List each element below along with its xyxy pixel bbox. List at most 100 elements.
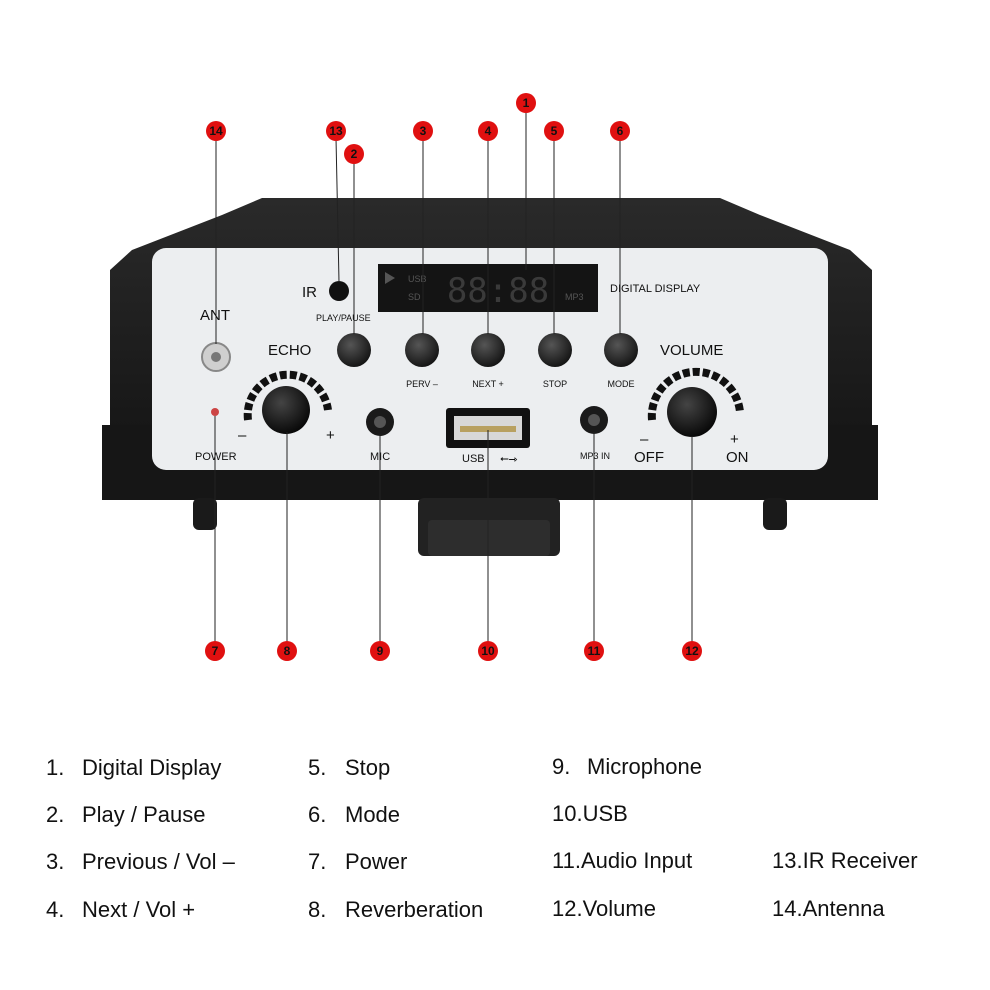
svg-text:88:88: 88:88 [447,271,549,311]
next-label: NEXT + [472,379,504,389]
callout-1-number: 1 [523,96,530,110]
legend-number: 9. [552,754,571,779]
callout-11 [584,641,604,661]
callout-10 [478,641,498,661]
callout-14-number: 14 [209,124,223,138]
legend-item: 12.Volume [552,896,656,922]
play-pause-label: PLAY/PAUSE [316,313,371,323]
legend-number: 2. [46,802,65,827]
next-button[interactable] [471,333,505,367]
legend-label: Stop [345,755,391,780]
legend-number: 7. [308,849,327,874]
legend-label: Audio Input [580,848,693,873]
callout-6-number: 6 [617,124,624,138]
mp3-in-label: MP3 IN [580,451,610,461]
legend-number: 5. [308,755,327,780]
callout-2 [344,144,364,164]
callout-9-number: 9 [377,644,384,658]
legend-label: IR Receiver [802,848,918,873]
leader-lines [214,110,693,644]
usb-label: USB [462,453,485,465]
off-label: OFF [634,449,664,466]
callout-4-number: 4 [485,124,492,138]
callout-6 [610,121,630,141]
legend-label: Antenna [802,896,885,921]
legend-label: Reverberation [345,897,484,922]
legend-label: Volume [582,896,656,921]
stop-button[interactable] [538,333,572,367]
echo-knob[interactable] [262,386,310,434]
on-label: ON [726,449,749,466]
callout-5 [544,121,564,141]
callout-10-number: 10 [481,644,495,658]
usb-port[interactable] [446,408,530,448]
power-label: POWER [195,451,237,463]
legend-label: Previous / Vol – [82,849,235,874]
play-pause-button[interactable] [337,333,371,367]
callout-3 [413,121,433,141]
callout-13-number: 13 [329,124,343,138]
legend-number: 1. [46,755,65,780]
mode-button[interactable] [604,333,638,367]
mode-label: MODE [608,379,635,389]
callout-4 [478,121,498,141]
legend-number: 4. [46,897,65,922]
echo-scale [243,370,332,421]
legend-item: 14.Antenna [772,896,885,922]
stop-label: STOP [543,379,567,389]
legend-item: 13.IR Receiver [772,848,918,874]
legend: 1. Digital Display 2.Play / Pause 3.Previ… [0,740,990,940]
callout-1 [516,93,536,113]
ir-receiver [329,281,349,301]
legend-label: Power [345,849,408,874]
volume-label: VOLUME [660,342,723,359]
device-diagram: USB SD 88:88 MP3 DIGITAL DISPLAY IR ANT … [102,93,878,661]
legend-item: 6.Mode [308,802,400,828]
callout-7-number: 7 [212,644,219,658]
prev-button[interactable] [405,333,439,367]
legend-item: 5. Stop [308,755,390,781]
digital-display-label: DIGITAL DISPLAY [610,283,701,295]
legend-item: 8.Reverberation [308,897,483,923]
callout-8 [277,641,297,661]
legend-number: 13. [772,848,803,873]
legend-item: 4. Next / Vol + [46,897,195,923]
prev-label: PERV – [406,379,438,389]
legend-label: Digital Display [82,755,222,780]
legend-number: 11. [552,848,581,873]
ant-label: ANT [200,307,230,324]
legend-number: 10. [552,801,583,826]
legend-number: 14. [772,896,803,921]
callout-5-number: 5 [551,124,558,138]
echo-plus-label: + [326,427,335,444]
callout-14 [206,121,226,141]
legend-label: USB [582,801,628,826]
legend-label: Mode [345,802,401,827]
svg-text:USB: USB [408,274,427,284]
callout-12 [682,641,702,661]
legend-item: 7. Power [308,849,407,875]
echo-minus-label: – [238,427,247,444]
callout-8-number: 8 [284,644,291,658]
legend-item: 3.Previous / Vol – [46,849,235,875]
callouts [205,93,702,661]
legend-label: Next / Vol + [82,897,196,922]
svg-text:SD: SD [408,292,421,302]
callout-7 [205,641,225,661]
power-led [211,408,219,416]
volume-knob[interactable] [667,387,717,437]
callout-9 [370,641,390,661]
svg-text:MP3: MP3 [565,292,584,302]
volume-plus-label: + [730,431,739,448]
callout-13 [326,121,346,141]
callout-11-number: 11 [588,644,601,658]
legend-item: 10.USB [552,801,628,827]
usb-symbol-icon: ⭠⇾ [500,453,518,465]
callout-2-number: 2 [351,147,358,161]
ir-label: IR [302,284,317,301]
legend-item: 11.Audio Input [552,848,692,874]
legend-item: 2.Play / Pause [46,802,206,828]
volume-minus-label: – [640,431,649,448]
callout-3-number: 3 [420,124,427,138]
legend-item: 1. Digital Display [46,755,221,781]
